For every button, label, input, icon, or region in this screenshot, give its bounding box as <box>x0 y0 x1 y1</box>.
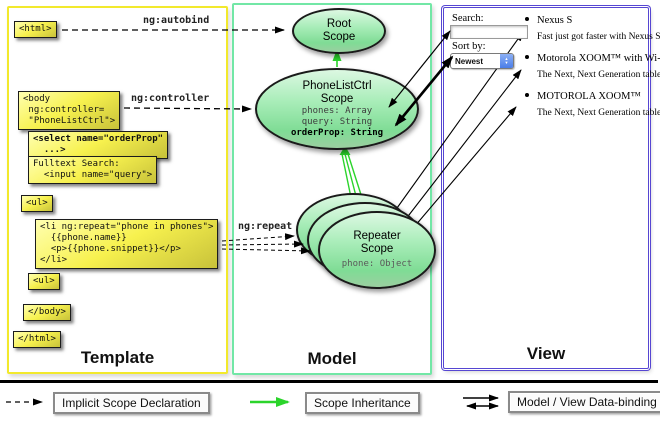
legend-scope-inheritance: Scope Inheritance <box>305 392 420 414</box>
select-stepper-icon[interactable]: ▲▼ <box>500 54 513 68</box>
code-box-html-close: </html> <box>13 331 61 348</box>
search-input[interactable] <box>450 25 528 39</box>
product-desc: The Next, Next Generation tablet. <box>537 108 660 118</box>
product-name: MOTOROLA XOOM™ <box>525 91 653 102</box>
scope-repeater-title: Repeater Scope <box>353 230 401 255</box>
bullet-icon <box>525 17 529 21</box>
code-box-ul-close: <ul> <box>28 273 60 290</box>
bullet-icon <box>525 93 529 97</box>
code-box-body-open: <body ng:controller= "PhoneListCtrl"> <box>18 91 121 130</box>
list-item: MOTOROLA XOOM™ The Next, Next Generation… <box>525 91 660 118</box>
code-box-body-close: </body> <box>23 304 71 321</box>
model-panel: Model <box>232 3 432 375</box>
search-label: Search: <box>452 13 484 24</box>
code-box-select: <select name="orderProp" ...> <box>28 131 169 159</box>
product-list: Nexus S Fast just got faster with Nexus … <box>525 15 660 129</box>
code-box-ul-open: <ul> <box>21 195 53 212</box>
model-panel-title: Model <box>307 349 357 368</box>
code-box-li-repeat: <li ng:repeat="phone in phones"> {{phone… <box>35 219 219 269</box>
arrow-label-ng-controller: ng:controller <box>131 93 210 104</box>
legend-model-view-data-binding: Model / View Data-binding <box>508 391 660 413</box>
legend-implicit-scope-declaration: Implicit Scope Declaration <box>53 392 210 414</box>
list-item: Nexus S Fast just got faster with Nexus … <box>525 15 660 42</box>
arrow-label-ng-repeat: ng:repeat <box>238 221 293 232</box>
product-desc: Fast just got faster with Nexus S. <box>537 32 660 42</box>
product-desc: The Next, Next Generation tablet. <box>537 70 660 80</box>
scope-root-title: Root Scope <box>322 18 356 43</box>
product-name: Motorola XOOM™ with Wi-Fi <box>525 53 660 64</box>
code-box-html-open: <html> <box>14 21 57 38</box>
view-panel-title: View <box>526 344 566 363</box>
scope-phonelistctrl: PhoneListCtrl Scope phones: Array query:… <box>255 68 419 150</box>
sort-select[interactable]: Newest ▲▼ <box>450 53 514 69</box>
list-item: Motorola XOOM™ with Wi-Fi The Next, Next… <box>525 53 660 80</box>
product-name: Nexus S <box>525 15 653 26</box>
scope-repeater: Repeater Scope phone: Object <box>318 211 436 289</box>
scope-root: Root Scope <box>292 8 386 54</box>
scope-prop-orderprop: orderProp: String <box>290 127 384 138</box>
scope-prop-phones: phones: Array <box>301 105 373 116</box>
bullet-icon <box>525 55 529 59</box>
sortby-label: Sort by: <box>452 41 486 52</box>
code-box-fulltext-search: Fulltext Search: <input name="query"> <box>28 156 158 184</box>
sort-select-value: Newest <box>455 56 484 66</box>
scope-phonelistctrl-title: PhoneListCtrl Scope <box>302 79 372 105</box>
arrow-label-ng-autobind: ng:autobind <box>143 15 210 26</box>
template-panel-title: Template <box>80 348 155 367</box>
scope-prop-phone: phone: Object <box>341 259 413 269</box>
scope-prop-query: query: String <box>301 116 373 127</box>
